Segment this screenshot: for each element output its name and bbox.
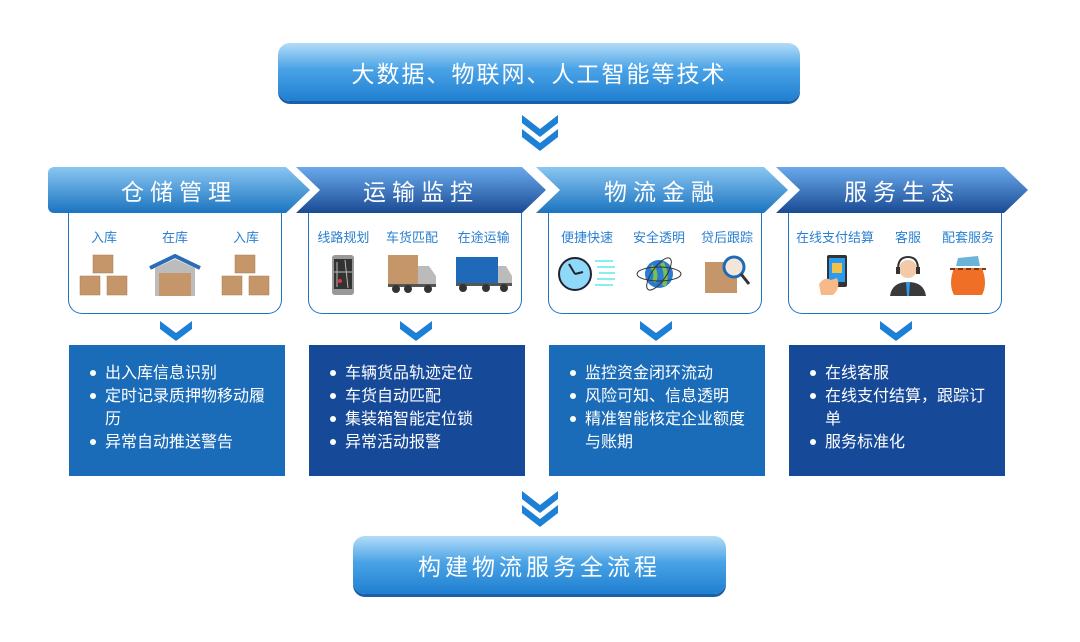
feature-item: 在途运输 bbox=[455, 227, 513, 313]
bullet-item: 车辆货品轨迹定位 bbox=[325, 361, 515, 384]
top-banner-text: 大数据、物联网、人工智能等技术 bbox=[351, 62, 727, 88]
warehouse-icon bbox=[149, 253, 201, 300]
feature-label: 线路规划 bbox=[317, 231, 370, 246]
bullet-item: 在线客服 bbox=[805, 361, 995, 384]
feature-label: 便捷快速 bbox=[560, 231, 613, 246]
phone-map-icon bbox=[331, 254, 355, 300]
top-banner: 大数据、物联网、人工智能等技术 bbox=[278, 43, 800, 101]
feature-label: 客服 bbox=[894, 231, 921, 246]
boxes-icon bbox=[79, 254, 129, 300]
chevron-down-icon bbox=[880, 321, 912, 341]
customer-service-icon bbox=[888, 254, 928, 300]
feature-list-box: 出入库信息识别定时记录质押物移动履历异常自动推送警告 bbox=[69, 345, 285, 476]
feature-label: 入库 bbox=[90, 231, 117, 246]
column-header-1: 运输监控 bbox=[296, 167, 546, 213]
container-truck-icon bbox=[455, 254, 513, 298]
feature-label: 在库 bbox=[161, 231, 188, 246]
feature-item: 线路规划 bbox=[317, 227, 369, 313]
bullet-item: 车货自动匹配 bbox=[325, 384, 515, 407]
feature-label: 配套服务 bbox=[941, 231, 994, 246]
bullet-item: 异常活动报警 bbox=[325, 430, 515, 453]
column-title: 服务生态 bbox=[844, 180, 960, 206]
column-header-3: 服务生态 bbox=[776, 167, 1028, 213]
bottom-banner: 构建物流服务全流程 bbox=[353, 536, 726, 594]
feature-item: 入库 bbox=[221, 227, 271, 313]
column-header-2: 物流金融 bbox=[536, 167, 788, 213]
bullet-item: 监控资金闭环流动 bbox=[565, 361, 755, 384]
bullet-item: 服务标准化 bbox=[805, 430, 995, 453]
feature-item: 贷后跟踪 bbox=[701, 227, 753, 313]
feature-item: 车货匹配 bbox=[386, 227, 438, 313]
boxes-icon bbox=[221, 254, 271, 300]
feature-item: 在库 bbox=[149, 227, 201, 313]
feature-card: 在线支付结算 客服 配套服务 bbox=[788, 213, 1002, 314]
feature-list-box: 车辆货品轨迹定位车货自动匹配集装箱智能定位锁异常活动报警 bbox=[309, 345, 525, 476]
mobile-pay-icon bbox=[817, 254, 853, 300]
bullet-item: 在线支付结算，跟踪订单 bbox=[805, 384, 995, 430]
bottom-banner-text: 构建物流服务全流程 bbox=[418, 555, 661, 581]
bullet-item: 出入库信息识别 bbox=[85, 361, 275, 384]
feature-card: 便捷快速 安全透明贷后跟踪 bbox=[548, 213, 762, 314]
feature-label: 入库 bbox=[232, 231, 259, 246]
feature-item: 配套服务 bbox=[942, 227, 994, 313]
feature-list-box: 监控资金闭环流动风险可知、信息透明精准智能核定企业额度与账期 bbox=[549, 345, 765, 476]
feature-label: 车货匹配 bbox=[386, 231, 439, 246]
feature-label: 贷后跟踪 bbox=[700, 231, 753, 246]
bullet-item: 定时记录质押物移动履历 bbox=[85, 384, 275, 430]
feature-item: 便捷快速 bbox=[557, 227, 617, 313]
double-chevron-down-icon bbox=[522, 491, 558, 527]
bullet-item: 异常自动推送警告 bbox=[85, 430, 275, 453]
cargo-truck-icon bbox=[387, 254, 437, 298]
chevron-down-icon bbox=[400, 321, 432, 341]
bullet-item: 风险可知、信息透明 bbox=[565, 384, 755, 407]
feature-item: 安全透明 bbox=[633, 227, 685, 313]
feature-card: 入库 在库 入库 bbox=[68, 213, 282, 314]
feature-item: 入库 bbox=[79, 227, 129, 313]
box-search-icon bbox=[704, 254, 751, 298]
globe-icon bbox=[636, 254, 682, 298]
double-chevron-down-icon bbox=[522, 115, 558, 151]
feature-list-box: 在线客服在线支付结算，跟踪订单服务标准化 bbox=[789, 345, 1005, 476]
money-bag-icon bbox=[948, 254, 988, 300]
chevron-down-icon bbox=[160, 321, 192, 341]
feature-item: 在线支付结算 bbox=[796, 227, 874, 313]
feature-label: 安全透明 bbox=[632, 231, 685, 246]
column-title: 运输监控 bbox=[363, 180, 479, 206]
bullet-item: 精准智能核定企业额度与账期 bbox=[565, 407, 755, 453]
column-title: 物流金融 bbox=[604, 180, 720, 206]
clock-icon bbox=[557, 254, 617, 298]
column-title: 仓储管理 bbox=[121, 180, 237, 206]
feature-card: 线路规划 车货匹配 在途运输 bbox=[308, 213, 522, 314]
feature-label: 在线支付结算 bbox=[795, 231, 874, 246]
column-header-0: 仓储管理 bbox=[48, 167, 310, 213]
feature-item: 客服 bbox=[888, 227, 928, 313]
chevron-down-icon bbox=[640, 321, 672, 341]
bullet-item: 集装箱智能定位锁 bbox=[325, 407, 515, 430]
feature-label: 在途运输 bbox=[457, 231, 510, 246]
